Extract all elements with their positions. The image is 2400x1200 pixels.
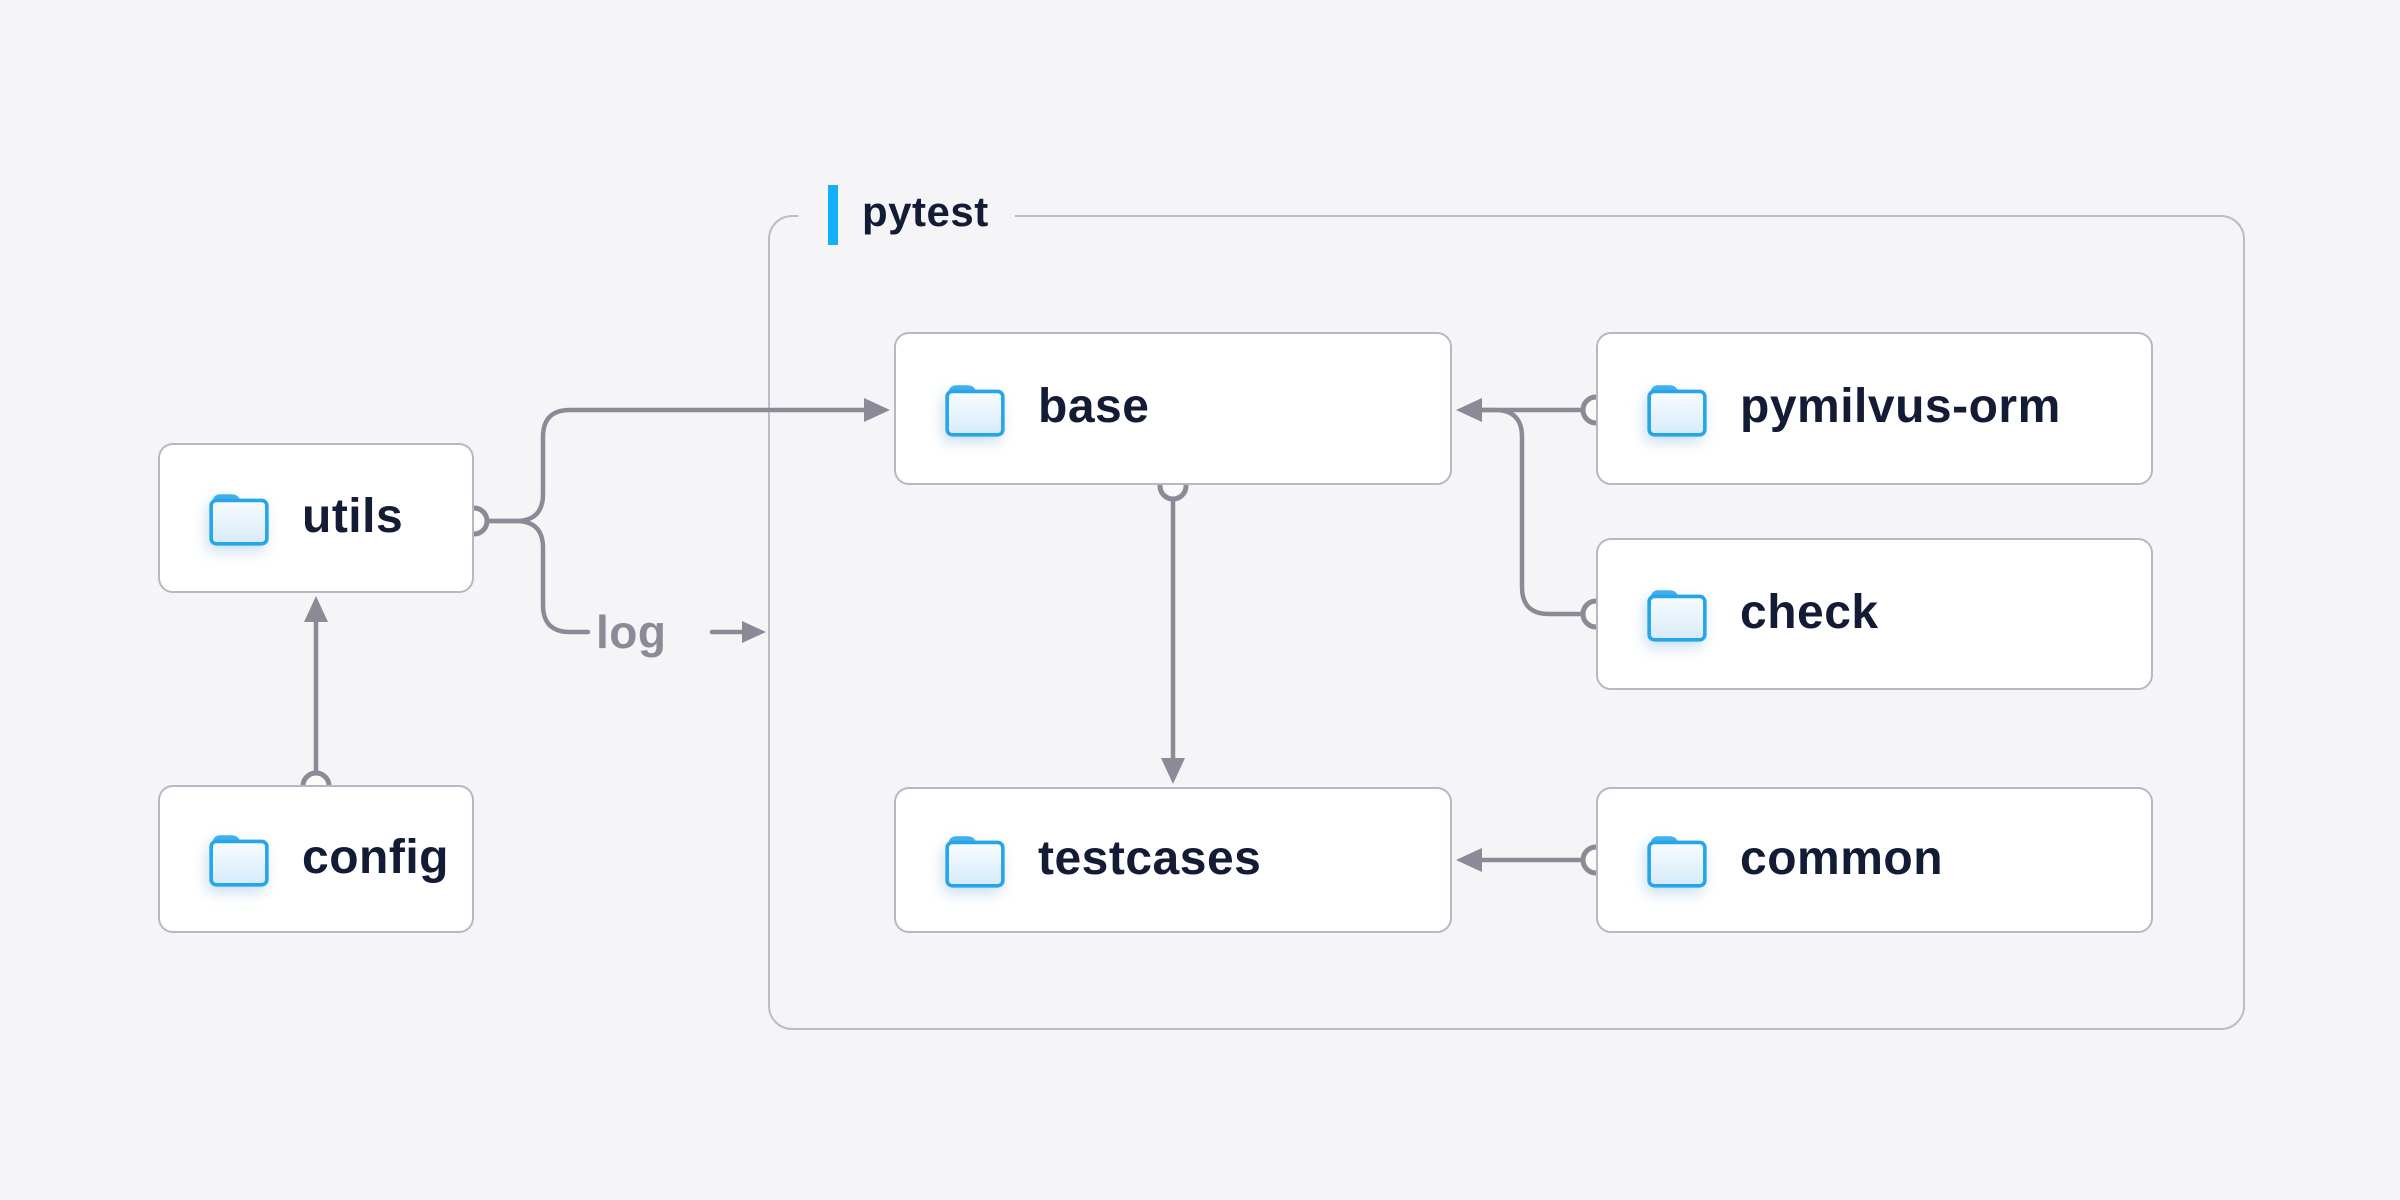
folder-icon: [1647, 836, 1707, 888]
folder-icon: [945, 836, 1005, 888]
pytest-group-label: pytest: [798, 183, 1015, 247]
node-label: base: [1038, 380, 1150, 433]
node-label: check: [1740, 585, 1879, 639]
arrowhead-into-utils: [304, 596, 328, 622]
pytest-group-frame: [768, 215, 2245, 1030]
folder-icon: [1647, 590, 1707, 642]
node-label: common: [1740, 831, 1944, 885]
group-label-text: pytest: [862, 188, 989, 235]
folder-icon: [209, 835, 269, 887]
node-label: utils: [302, 489, 404, 543]
node-common: common: [1596, 787, 2153, 933]
folder-icon: [945, 384, 1005, 437]
node-check: check: [1596, 538, 2153, 690]
node-utils: utils: [158, 443, 474, 593]
folder-icon: [209, 494, 269, 546]
node-pymilvus-orm: pymilvus-orm: [1596, 332, 2153, 485]
node-label: testcases: [1038, 831, 1262, 885]
group-label-accent-bar: [828, 185, 838, 245]
node-config: config: [158, 785, 474, 933]
node-label: config: [302, 830, 449, 884]
log-annotation: log: [596, 606, 667, 658]
folder-icon: [1647, 384, 1707, 437]
node-base: base: [894, 332, 1452, 485]
arrowhead-log: [742, 621, 766, 643]
node-label: pymilvus-orm: [1740, 380, 2061, 433]
node-testcases: testcases: [894, 787, 1452, 933]
edge-utils-log: [485, 518, 591, 635]
